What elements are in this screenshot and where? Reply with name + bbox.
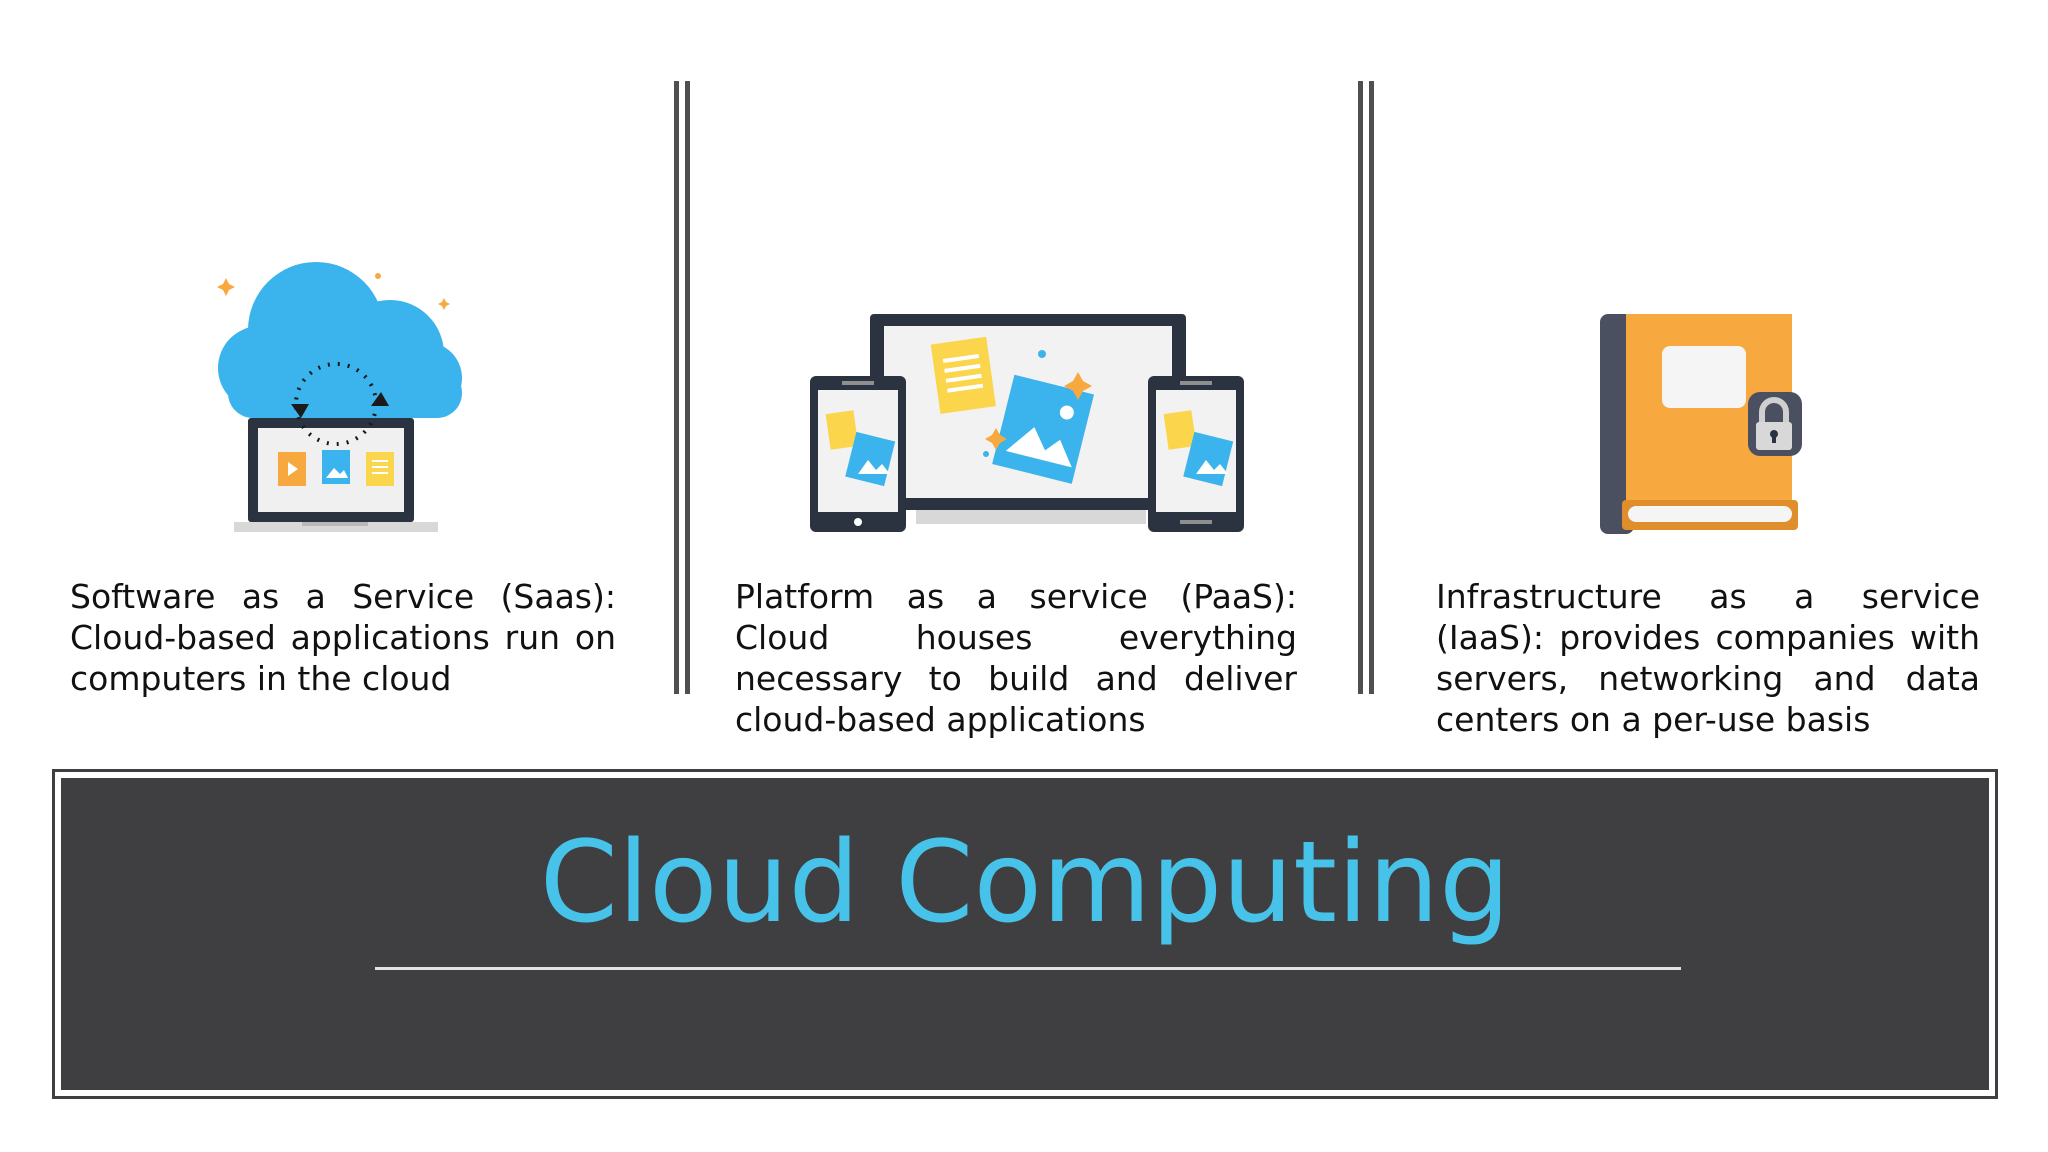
cloud-laptop-icon: [217, 262, 462, 532]
title-banner: Cloud Computing: [52, 769, 1998, 1099]
column-divider-left: [674, 81, 690, 694]
multi-device-icon: [810, 314, 1244, 532]
column-divider-right: [1358, 81, 1374, 694]
saas-description: Software as a Service (Saas): Cloud-base…: [70, 577, 616, 698]
slide-title: Cloud Computing: [539, 818, 1511, 948]
paas-description: Platform as a service (PaaS): Cloud hous…: [735, 577, 1297, 739]
locked-book-icon: [1600, 314, 1802, 534]
title-underline: [375, 967, 1681, 970]
title-banner-panel: Cloud Computing: [61, 778, 1989, 1090]
iaas-description: Infrastructure as a service (IaaS): prov…: [1436, 577, 1980, 739]
